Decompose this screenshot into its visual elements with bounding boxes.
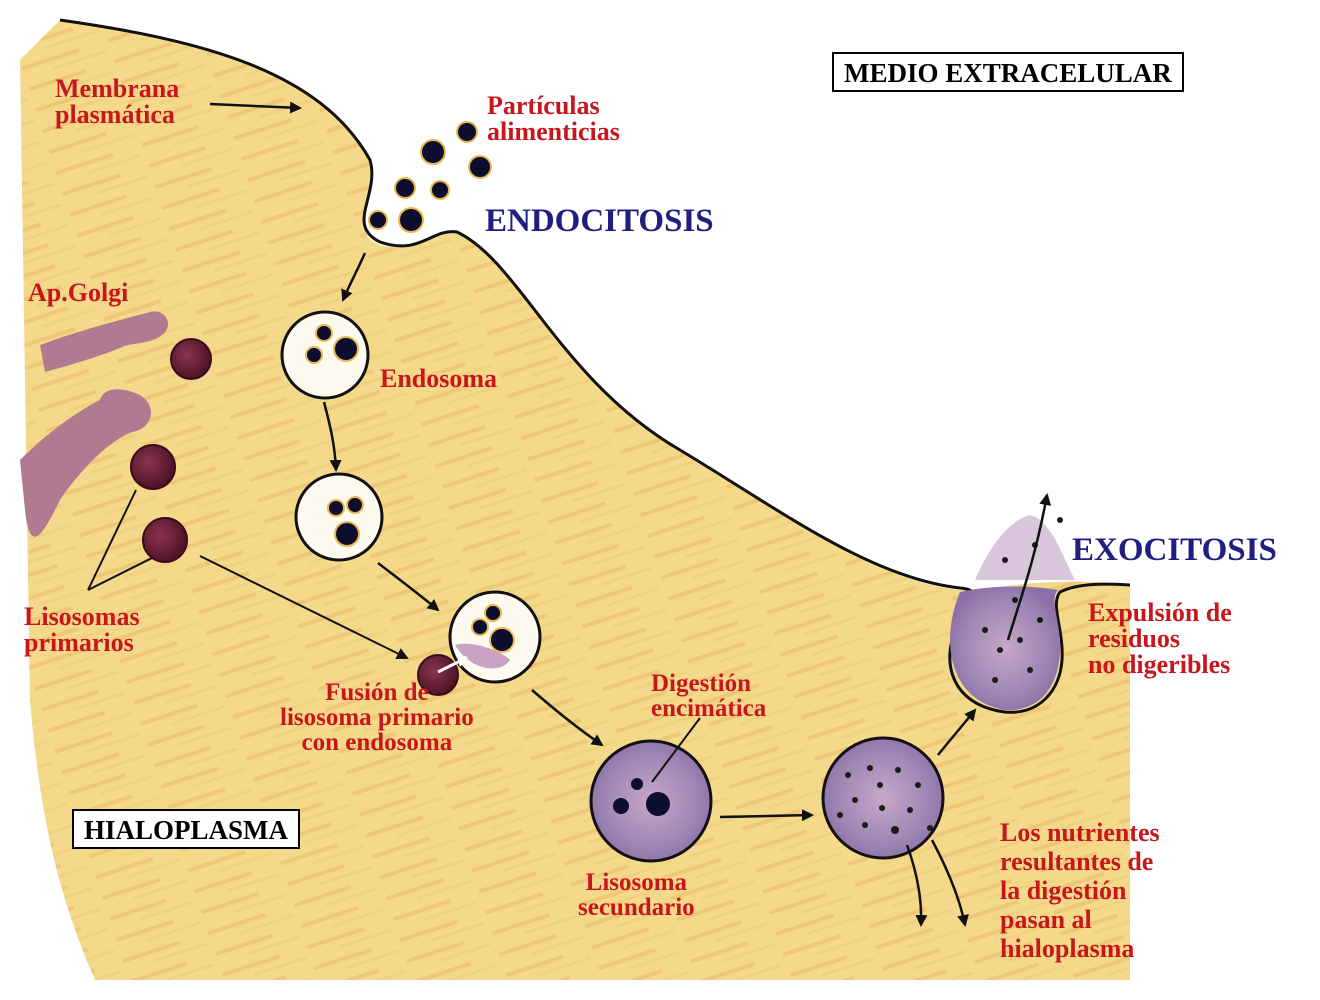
extracellular-medium-label: MEDIO EXTRACELULAR [832,52,1184,93]
endocytosis-title: ENDOCITOSIS [485,203,714,239]
hyaloplasm-label: HIALOPLASMA [72,809,301,850]
secondary-lysosome-label: Lisosoma secundario [578,869,695,921]
membrane-label: Membrana plasmática [55,74,180,129]
food-particles [368,121,492,233]
food-particles-label: Partículas alimenticias [487,91,620,146]
primary-lysosomes [130,338,212,563]
nutrients-label: Los nutrientes resultantes de la digesti… [1000,818,1160,964]
enzymatic-digestion-label: Digestión encimática [651,670,767,722]
fusion-label: Fusión de lisosoma primario con endosoma [280,679,474,756]
plasma-membrane [59,18,1131,714]
primary-lysosomes-label: Lisosomas primarios [24,602,140,657]
cytoplasm-region [20,20,1130,980]
process-arrows [209,101,1052,927]
exocytosis-title: EXOCITOSIS [1072,532,1277,568]
residue-expulsion-label: Expulsión de residuos no digeribles [1088,598,1232,679]
endosome-2 [294,472,384,562]
endosome-1 [280,310,370,400]
lysosome-pointer-lines [87,489,701,783]
golgi-label: Ap.Golgi [28,278,129,307]
golgi-apparatus [20,311,169,537]
digesting-vesicle [821,736,945,860]
endosome-label: Endosoma [380,364,498,393]
secondary-lysosome [589,739,713,863]
fusion-endosome [417,590,542,696]
